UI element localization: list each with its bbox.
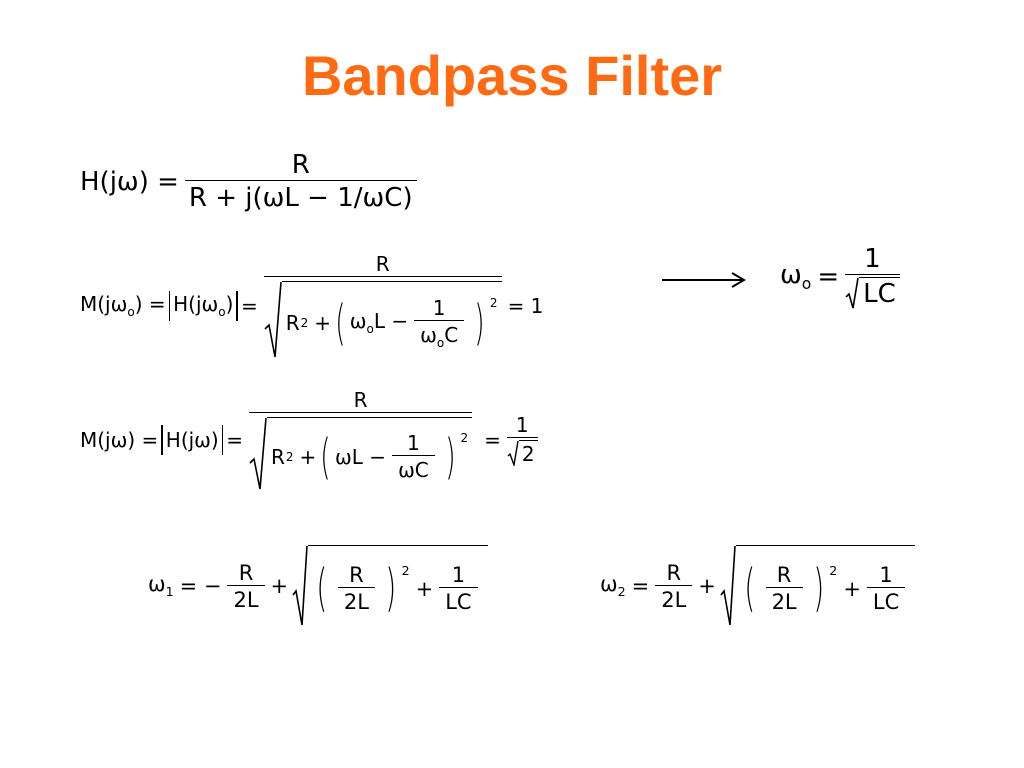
eq4-numerator: R	[353, 388, 368, 412]
transfer-function-equation: H(jω) = R R + j(ωL − 1/ωC)	[80, 150, 423, 213]
omega1-equation: ω1 = − R 2L + ( R 2L ) 2 + 1 LC	[148, 545, 488, 627]
eq4-result-numerator: 1	[515, 412, 529, 437]
eq5-sqrt: ( R 2L ) 2 + 1 LC	[292, 545, 488, 627]
eq5-lhs: ω1	[148, 572, 174, 600]
slide-title: Bandpass Filter	[301, 44, 723, 107]
eq1-fraction: R R + j(ωL − 1/ωC)	[184, 150, 417, 213]
eq2-numerator: R	[375, 252, 390, 276]
radical-sign-icon	[720, 545, 736, 626]
eq2-result: = 1	[507, 293, 544, 318]
eq2-abs-content: H(jωo)	[173, 292, 234, 319]
eq2-paren-group: ( ωoL − 1 ωoC ) 2	[335, 294, 498, 351]
radical-sign-icon	[264, 281, 282, 358]
abs-bar-left	[168, 290, 171, 321]
radical-sign-icon	[249, 417, 267, 490]
eq4-equals-2: =	[484, 427, 501, 452]
eq6-lhs: ω2	[600, 572, 626, 600]
radical-sign-icon	[292, 545, 308, 626]
eq3-fraction: 1 LC	[845, 244, 900, 309]
abs-bar-right	[236, 290, 238, 321]
radical-sign-icon	[507, 441, 519, 467]
eq4-equals: =	[226, 427, 243, 452]
eq2-equals: =	[240, 293, 258, 318]
resonant-frequency-equation: ωo = 1 LC	[780, 244, 906, 309]
eq3-numerator: 1	[864, 244, 881, 274]
eq3-lhs: ωo	[780, 259, 812, 294]
abs-bar-right	[221, 424, 224, 455]
eq4-paren-group: ( ωL − 1 ωC ) 2	[320, 428, 469, 485]
eq2-lhs: M(jωo) =	[80, 292, 166, 319]
abs-bar-left	[161, 424, 163, 455]
eq4-result-fraction: 1 2	[506, 412, 538, 467]
eq4-result-denominator: 2	[506, 436, 538, 467]
eq3-sqrt: LC	[845, 277, 900, 309]
eq6-sqrt: ( R 2L ) 2 + 1 LC	[720, 545, 916, 627]
eq1-denominator: R + j(ωL − 1/ωC)	[184, 180, 417, 213]
omega2-equation: ω2 = R 2L + ( R 2L ) 2 + 1 LC	[600, 545, 916, 627]
radical-sign-icon	[845, 277, 859, 309]
eq5-equals: = −	[179, 574, 222, 598]
eq6-equals: =	[631, 574, 650, 598]
eq3-denominator: LC	[845, 274, 900, 309]
eq4-lhs: M(jω) =	[80, 427, 159, 452]
eq4-abs-content: H(jω)	[165, 427, 219, 452]
eq1-numerator: R	[291, 150, 310, 180]
implies-arrow-icon	[662, 272, 746, 288]
eq3-equals: =	[817, 261, 840, 292]
eq1-lhs: H(jω) =	[80, 166, 179, 197]
